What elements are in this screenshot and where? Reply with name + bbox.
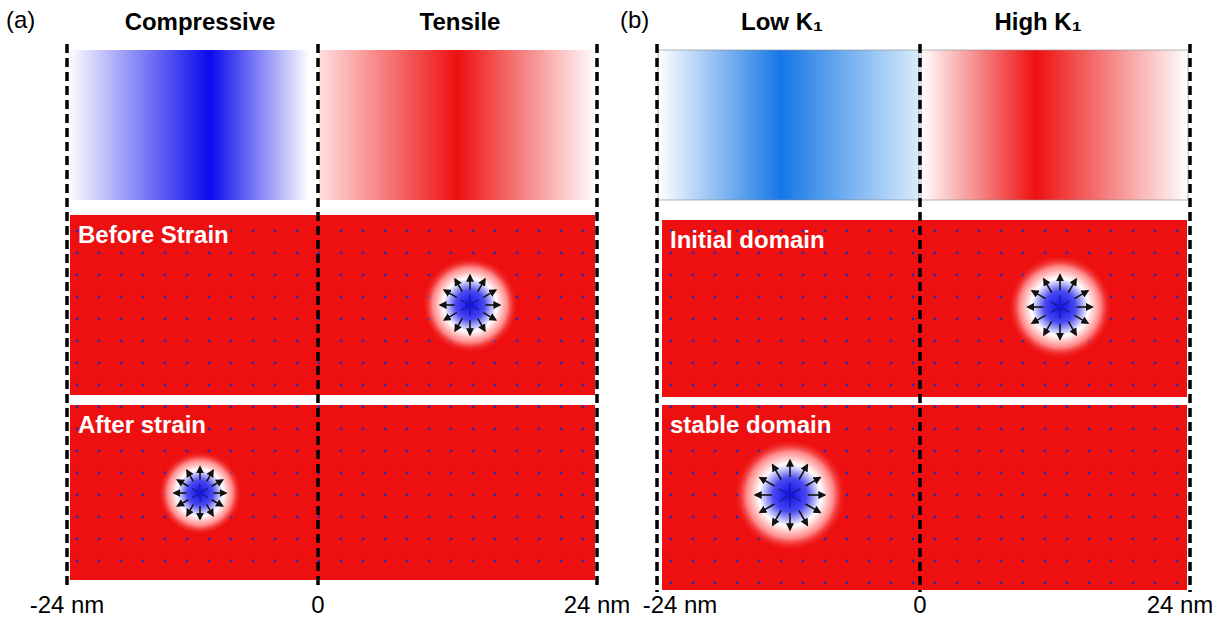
- panel-letter: (b): [620, 6, 649, 34]
- axis-tick: 0: [311, 591, 324, 619]
- domain-panel: stable domain: [662, 405, 1187, 590]
- column-heading: Low K₁: [741, 8, 823, 36]
- axis-tick: 24 nm: [564, 591, 631, 619]
- axis-tick: 24 nm: [1147, 591, 1214, 619]
- skyrmion: [734, 439, 846, 551]
- column-heading: Compressive: [125, 8, 276, 36]
- domain-panel: After strain: [70, 405, 595, 580]
- skyrmion: [422, 257, 518, 353]
- axis-tick: -24 nm: [30, 591, 105, 619]
- panel-title: stable domain: [662, 405, 839, 445]
- skyrmion: [158, 451, 242, 535]
- domain-panel: Before Strain: [70, 215, 595, 395]
- column-heading: High K₁: [994, 8, 1081, 36]
- panel-title: Initial domain: [662, 220, 833, 260]
- column-heading: Tensile: [420, 8, 501, 36]
- domain-panel: Initial domain: [662, 220, 1187, 397]
- axis-tick: 0: [913, 591, 926, 619]
- skyrmion: [1008, 255, 1112, 359]
- panel-letter: (a): [6, 6, 35, 34]
- panel-title: Before Strain: [70, 215, 237, 255]
- axis-tick: -24 nm: [643, 591, 718, 619]
- panel-title: After strain: [70, 405, 214, 445]
